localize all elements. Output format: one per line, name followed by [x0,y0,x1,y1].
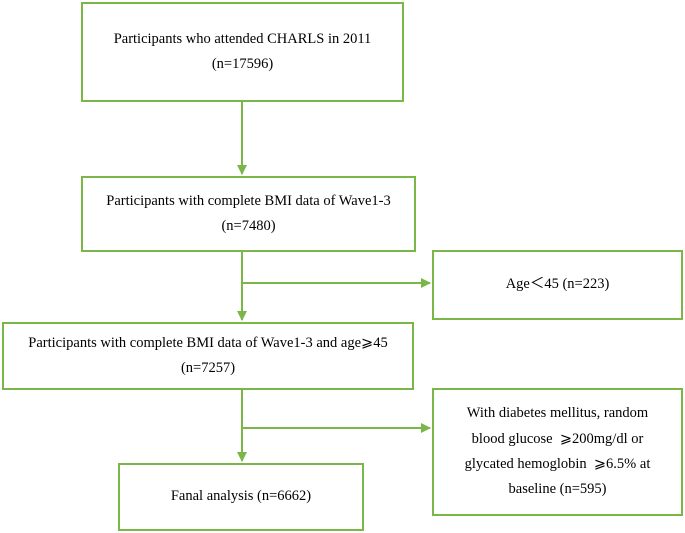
diabetes-exclusion-line3: glycated hemoglobin ⩾6.5% at [464,456,651,472]
complete-bmi-box: Participants with complete BMI data of W… [81,176,416,252]
complete-bmi-count: (n=7480) [221,218,276,234]
age-exclusion-box: Age＜45 (n=223) [432,250,683,320]
bmi-and-age-text: Participants with complete BMI data of W… [28,334,388,351]
diabetes-exclusion-line1: With diabetes mellitus, random [466,405,649,422]
diabetes-exclusion-line2: blood glucose ⩾200mg/dl or [471,430,644,447]
participants-attended-box: Participants who attended CHARLS in 2011… [81,2,404,102]
complete-bmi-text: Participants with complete BMI data of W… [106,192,391,209]
participants-attended-count: (n=17596) [211,56,274,72]
bmi-and-age-count: (n=7257) [180,360,236,376]
participants-attended-text: Participants who attended CHARLS in 2011 [113,30,372,47]
final-analysis-text: Fanal analysis (n=6662) [170,488,312,505]
diabetes-exclusion-line4: baseline (n=595) [508,481,607,498]
bmi-and-age-box: Participants with complete BMI data of W… [2,322,414,390]
age-exclusion-text: Age＜45 (n=223) [505,276,610,293]
final-analysis-box: Fanal analysis (n=6662) [118,463,364,531]
diabetes-exclusion-box: With diabetes mellitus, random blood glu… [432,388,683,516]
